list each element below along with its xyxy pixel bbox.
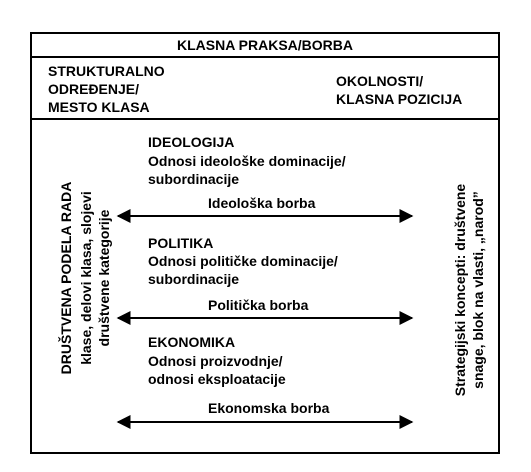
struggle-label-politika: Politička borba — [208, 297, 309, 313]
level-heading-ideologija: IDEOLOGIJA — [148, 134, 235, 150]
header-left-line-2: ODREĐENJE/ — [48, 81, 140, 97]
struggle-label-ideologija: Ideološka borba — [208, 195, 316, 211]
level-desc-politika-2: subordinacije — [148, 271, 240, 287]
header-left-line-3: MESTO KLASA — [48, 99, 150, 115]
level-heading-ekonomika: EKONOMIKA — [148, 334, 236, 350]
header-right-line-2: KLASNA POZICIJA — [336, 91, 463, 107]
level-desc-ekonomika-2: odnosi eksploatacije — [148, 371, 286, 387]
header-band — [30, 56, 500, 120]
level-desc-ideologija-2: subordinacije — [148, 171, 240, 187]
struggle-label-ekonomika: Ekonomska borba — [208, 400, 330, 416]
level-desc-politika-1: Odnosi političke dominacije/ — [148, 253, 338, 269]
level-heading-politika: POLITIKA — [148, 235, 214, 251]
level-desc-ekonomika-1: Odnosi proizvodnje/ — [148, 353, 283, 369]
level-desc-ideologija-1: Odnosi ideološke dominacije/ — [148, 153, 346, 169]
header-left-line-1: STRUKTURALNO — [48, 63, 165, 79]
header-right-line-1: OKOLNOSTI/ — [336, 73, 424, 89]
diagram-title: KLASNA PRAKSA/BORBA — [176, 37, 354, 53]
